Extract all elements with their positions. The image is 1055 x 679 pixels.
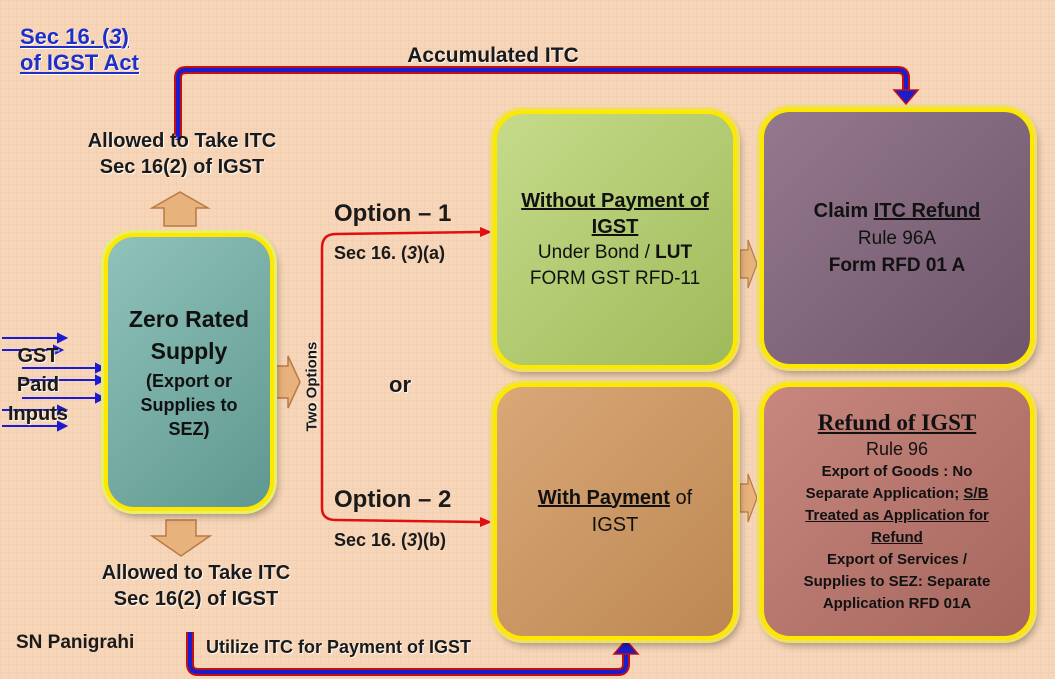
- without-payment-box: Without Payment of IGST Under Bond / LUT…: [493, 110, 737, 369]
- two-options-label: Two Options: [303, 341, 321, 432]
- right-arrow-icon: [739, 239, 758, 289]
- up-arrow-icon: [149, 191, 211, 227]
- zero-rated-supply-box: Zero Rated Supply (Export or Supplies to…: [104, 233, 274, 511]
- down-arrow-icon: [149, 519, 213, 557]
- option-1-section: Sec 16. (3)(a): [334, 243, 446, 263]
- right-arrow-icon: [275, 355, 301, 409]
- option-2-title: Option – 2: [334, 486, 452, 513]
- claim-itc-refund-box: Claim ITC Refund Rule 96A Form RFD 01 A: [760, 108, 1034, 368]
- sec-16-3-link[interactable]: Sec 16. (3) of IGST Act: [20, 24, 139, 75]
- option-2-section: Sec 16. (3)(b): [334, 530, 447, 550]
- branch-line-option2: [320, 382, 481, 524]
- allowed-itc-bottom-label: Allowed to Take ITC Sec 16(2) of IGST: [101, 562, 291, 610]
- right-arrow-icon: [739, 473, 758, 523]
- gst-paid-inputs-label: GST Paid Inputs: [8, 345, 68, 425]
- author-label: SN Panigrahi: [16, 632, 135, 653]
- input-arrows: [2, 332, 107, 432]
- branch-line-option1: [320, 230, 481, 382]
- accumulated-itc-label: Accumulated ITC: [407, 44, 579, 67]
- utilize-itc-label: Utilize ITC for Payment of IGST: [206, 637, 472, 657]
- option-1-title: Option – 1: [334, 200, 452, 227]
- with-payment-box: With Payment of IGST: [493, 383, 737, 640]
- refund-of-igst-box: Refund of IGST Rule 96 Export of Goods :…: [760, 383, 1034, 640]
- or-label: or: [389, 372, 411, 397]
- allowed-itc-top-label: Allowed to Take ITC Sec 16(2) of IGST: [87, 130, 277, 178]
